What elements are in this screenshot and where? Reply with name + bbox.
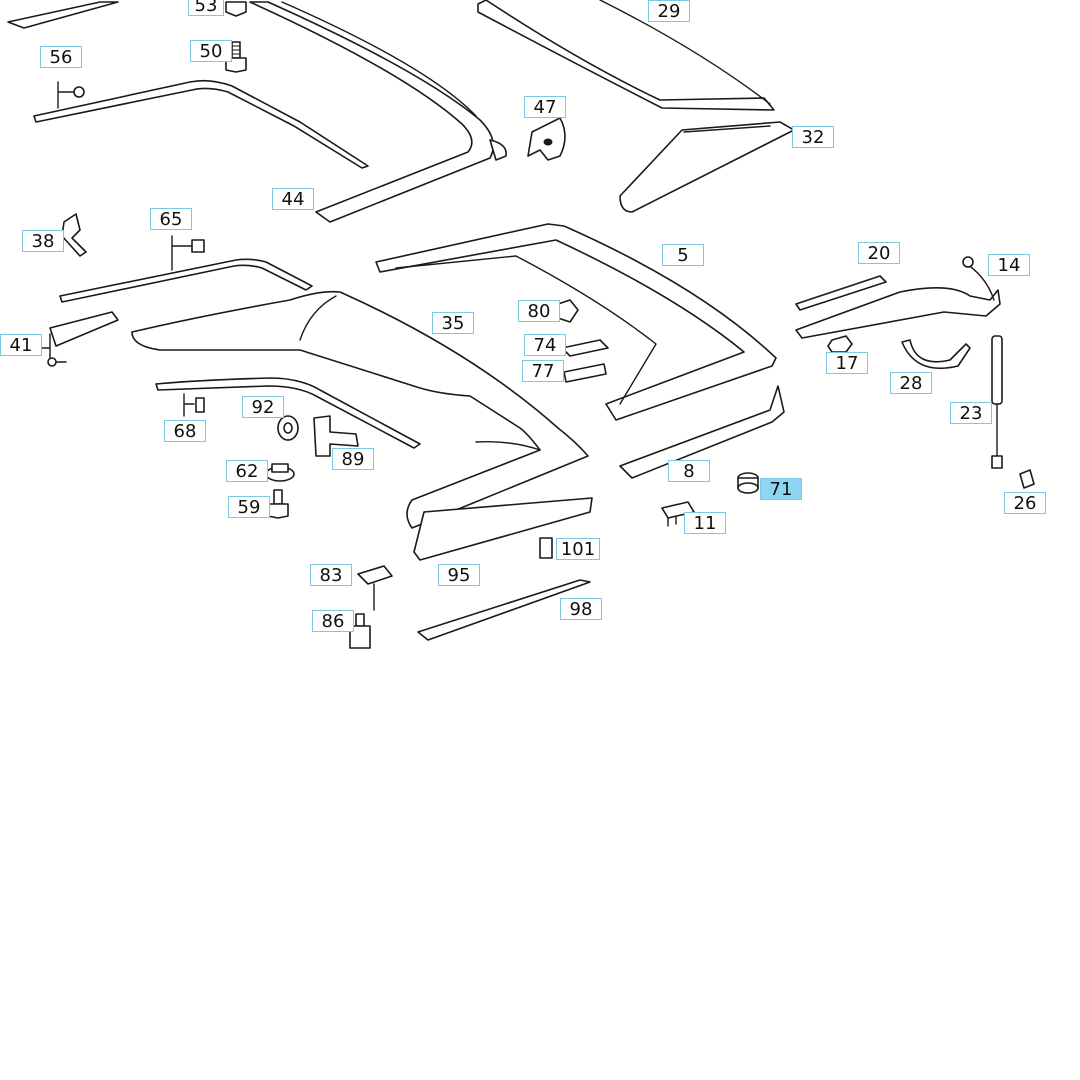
callout-32[interactable]: 32	[792, 126, 834, 148]
rubber-stop-71-part	[737, 472, 759, 494]
callout-86[interactable]: 86	[312, 610, 354, 632]
callout-28[interactable]: 28	[890, 372, 932, 394]
bolt-59-part	[267, 489, 289, 519]
callout-35[interactable]: 35	[432, 312, 474, 334]
side-panel-32-part	[619, 121, 795, 213]
callout-68[interactable]: 68	[164, 420, 206, 442]
cap-80-part	[557, 299, 579, 323]
plug-101-part	[539, 537, 553, 559]
callout-26[interactable]: 26	[1004, 492, 1046, 514]
seal-8-part	[619, 385, 785, 479]
callout-98[interactable]: 98	[560, 598, 602, 620]
strip-68-part	[155, 377, 421, 449]
callout-14[interactable]: 14	[988, 254, 1030, 276]
callout-62[interactable]: 62	[226, 460, 268, 482]
callout-5[interactable]: 5	[662, 244, 704, 266]
grommet-92-part	[277, 415, 299, 441]
callout-23[interactable]: 23	[950, 402, 992, 424]
callout-71[interactable]: 71	[760, 478, 802, 500]
soft-top-frame-35-part	[131, 290, 589, 529]
clip-26-part	[1019, 469, 1035, 489]
gas-strut-23-part	[991, 335, 1003, 469]
callout-74[interactable]: 74	[524, 334, 566, 356]
pad-77-part	[563, 363, 607, 383]
bracket-47-part	[527, 117, 566, 161]
nut-17-part	[827, 335, 853, 353]
callout-80[interactable]: 80	[518, 300, 560, 322]
callout-41[interactable]: 41	[0, 334, 42, 356]
callout-47[interactable]: 47	[524, 96, 566, 118]
retainer-41-part	[37, 311, 119, 367]
callout-101[interactable]: 101	[556, 538, 600, 560]
callout-95[interactable]: 95	[438, 564, 480, 586]
main-frame-5-part	[375, 223, 777, 421]
rail-95-part	[413, 497, 593, 561]
bracket-89-part	[313, 415, 359, 457]
callout-59[interactable]: 59	[228, 496, 270, 518]
nut-53-part	[225, 1, 247, 17]
lever-14-part	[962, 256, 995, 301]
callout-56[interactable]: 56	[40, 46, 82, 68]
clip-38-part	[61, 213, 87, 257]
callout-77[interactable]: 77	[522, 360, 564, 382]
cover-83-part	[357, 565, 393, 611]
seal-strip-65-part	[59, 235, 313, 303]
bushing-62-part	[265, 463, 295, 482]
plug-86-part	[349, 613, 371, 649]
callout-8[interactable]: 8	[668, 460, 710, 482]
buffer-74-part	[561, 339, 609, 357]
header-rail-56-part	[33, 79, 369, 169]
strip-98-part	[417, 579, 591, 641]
callout-83[interactable]: 83	[310, 564, 352, 586]
callout-53[interactable]: 53	[188, 0, 224, 16]
callout-92[interactable]: 92	[242, 396, 284, 418]
callout-44[interactable]: 44	[272, 188, 314, 210]
rear-panel-29-part	[477, 0, 775, 111]
callout-89[interactable]: 89	[332, 448, 374, 470]
hardtop-frame-44-part	[249, 1, 507, 223]
callout-50[interactable]: 50	[190, 40, 232, 62]
callout-29[interactable]: 29	[648, 0, 690, 22]
callout-11[interactable]: 11	[684, 512, 726, 534]
callout-20[interactable]: 20	[858, 242, 900, 264]
callout-65[interactable]: 65	[150, 208, 192, 230]
callout-17[interactable]: 17	[826, 352, 868, 374]
top-rail-part	[7, 1, 119, 29]
hinge-bracket-20-part	[795, 275, 1001, 339]
strap-28-part	[901, 339, 971, 370]
callout-38[interactable]: 38	[22, 230, 64, 252]
